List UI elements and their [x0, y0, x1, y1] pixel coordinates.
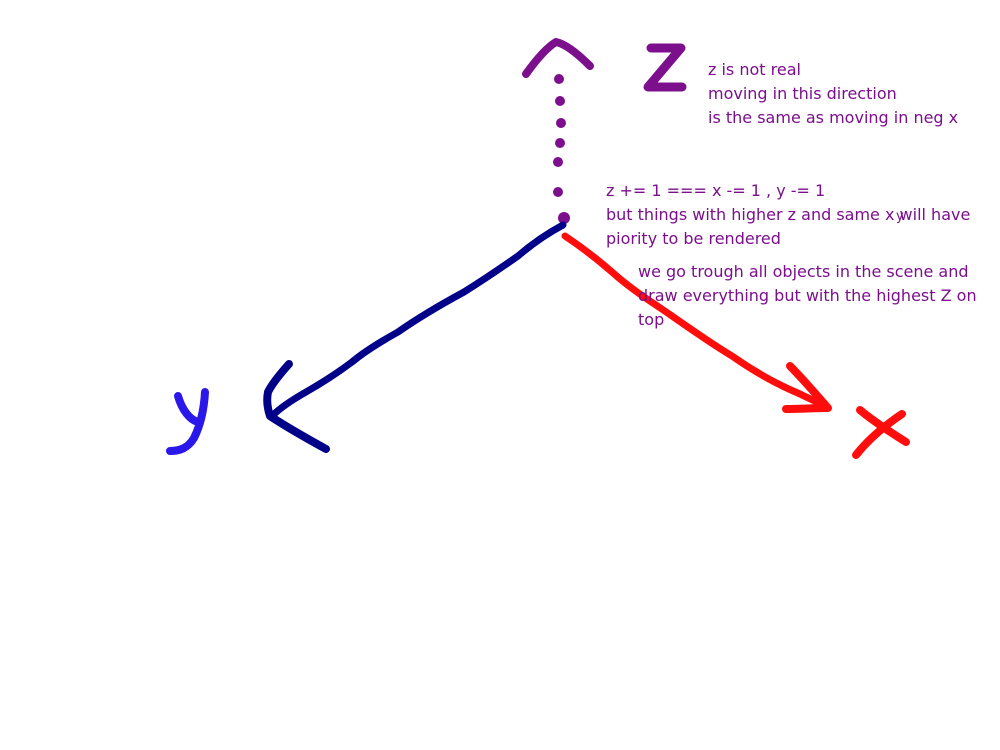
note-line: z += 1 === x -= 1 , y -= 1	[606, 181, 826, 200]
z-axis-dot	[558, 212, 570, 224]
note-line: z is not real	[708, 60, 801, 79]
x-axis-arrowhead	[782, 362, 832, 413]
y-axis	[263, 221, 567, 453]
z-axis-note: z is not real moving in this direction i…	[708, 58, 958, 130]
x-axis	[561, 232, 832, 413]
note-line: piority to be rendered	[606, 229, 781, 248]
note-line: draw everything but with the highest Z o…	[638, 286, 977, 305]
y-axis-line	[268, 221, 567, 420]
y-axis-letter: Y	[166, 388, 209, 455]
z-axis-dot	[555, 96, 565, 106]
z-rule-note: z += 1 === x -= 1 , y -= 1 but things wi…	[606, 179, 970, 251]
z-axis-dot	[556, 118, 566, 128]
z-axis-dot	[553, 157, 563, 167]
z-axis	[522, 38, 594, 224]
x-axis-line	[561, 232, 832, 412]
note-line: top	[638, 310, 665, 329]
y-axis-arrowhead	[263, 360, 330, 453]
z-axis-dot	[555, 138, 565, 148]
note-line: moving in this direction	[708, 84, 897, 103]
z-axis-arrowhead	[522, 38, 594, 78]
note-line: is the same as moving in neg x	[708, 108, 959, 127]
z-axis-letter: Z	[643, 43, 687, 92]
stray-mark: y	[896, 209, 904, 224]
render-order-note: we go trough all objects in the scene an…	[638, 260, 977, 332]
x-axis-letter: X	[852, 406, 910, 459]
z-axis-dot	[554, 74, 564, 84]
note-line: but things with higher z and same x will…	[606, 205, 971, 224]
z-axis-dot	[553, 187, 563, 197]
note-line: we go trough all objects in the scene an…	[638, 262, 969, 281]
